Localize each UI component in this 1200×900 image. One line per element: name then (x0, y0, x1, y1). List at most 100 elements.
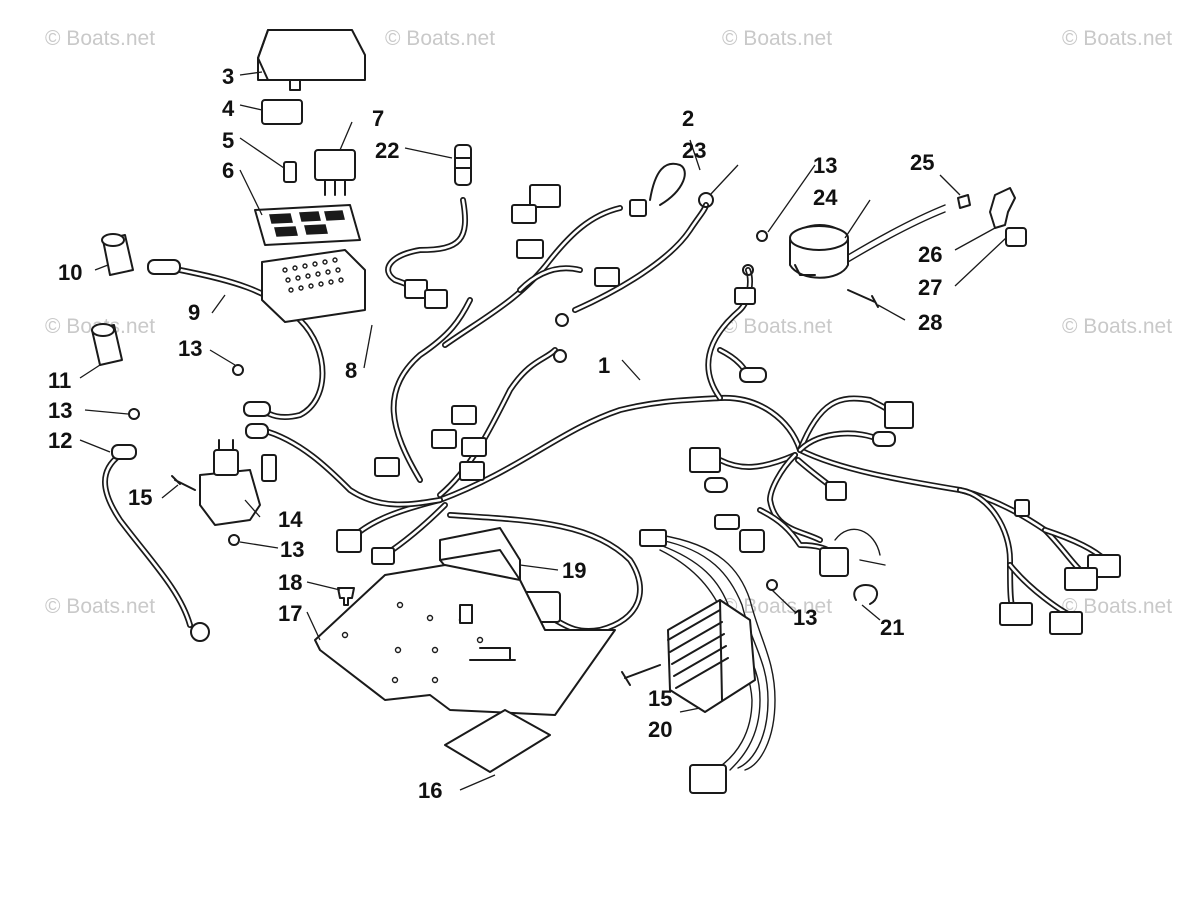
connector (374, 457, 400, 477)
connector (1064, 567, 1098, 591)
watermark: © Boats.net (1062, 27, 1172, 50)
watermark: © Boats.net (1062, 315, 1172, 338)
ground-eyelet (555, 313, 569, 327)
callout-26: 26 (918, 242, 942, 267)
connector (739, 367, 767, 383)
ground-eyelet (553, 349, 567, 363)
ground-eyelet (742, 264, 754, 276)
push-rivet (337, 587, 355, 606)
callout-5: 5 (222, 128, 234, 153)
callout-13: 13 (813, 153, 837, 178)
connector (371, 547, 395, 565)
connector (884, 401, 914, 429)
connector (704, 477, 728, 493)
callout-27: 27 (918, 275, 942, 300)
connector (689, 447, 721, 473)
connector (825, 481, 847, 501)
regulator-plug (689, 764, 727, 794)
callout-16: 16 (418, 778, 442, 803)
terminal-boot (101, 233, 134, 276)
pigtail-wire (834, 528, 886, 566)
connector (714, 514, 740, 530)
watermark: © Boats.net (1062, 595, 1172, 618)
nut (232, 364, 244, 376)
connector (529, 184, 561, 208)
callout-13: 13 (178, 336, 202, 361)
callout-12: 12 (48, 428, 72, 453)
connector (734, 287, 756, 305)
connector (1014, 499, 1030, 517)
mounting-plate (314, 564, 616, 716)
fuse-box-cover (257, 29, 366, 91)
watermark: © Boats.net (722, 315, 832, 338)
callout-13: 13 (280, 537, 304, 562)
watermark: © Boats.net (722, 27, 832, 50)
cable-end (243, 401, 271, 417)
fuse-box-base (261, 249, 366, 323)
callout-17: 17 (278, 601, 302, 626)
connector (461, 437, 487, 457)
connector (431, 429, 457, 449)
nut (128, 408, 140, 420)
connector (451, 405, 477, 425)
callout-24: 24 (813, 185, 838, 210)
connector (872, 431, 896, 447)
callouts: 1 2 3 4 5 6 7 8 9 10 11 12 13 13 13 13 1… (48, 64, 942, 803)
boot-cap (1005, 227, 1027, 247)
ring-terminal (190, 622, 210, 642)
leader-lines (79, 71, 1007, 791)
callout-2: 2 (682, 106, 694, 131)
terminal-boot (91, 323, 123, 366)
callout-28: 28 (918, 310, 942, 335)
harness-clip (853, 584, 878, 605)
label-sticker (444, 709, 551, 773)
connector (516, 239, 544, 259)
callout-1: 1 (598, 353, 610, 378)
fuse (283, 161, 297, 183)
callout-15: 15 (128, 485, 152, 510)
cable-end (147, 259, 181, 275)
connector (511, 204, 537, 224)
starter-solenoid (199, 439, 277, 526)
callout-15: 15 (648, 686, 672, 711)
watermark: © Boats.net (45, 595, 155, 618)
voltage-regulator (667, 599, 756, 713)
fuse-label-sheet (254, 204, 361, 246)
pressure-switch (454, 144, 472, 186)
connector (819, 547, 849, 577)
callout-14: 14 (278, 507, 303, 532)
callout-4: 4 (222, 96, 235, 121)
jumper-loop (649, 162, 686, 206)
cable-end (111, 444, 137, 460)
ground-ring (698, 192, 714, 208)
watermark: © Boats.net (385, 27, 495, 50)
callout-19: 19 (562, 558, 586, 583)
connector (739, 529, 765, 553)
cable-end (245, 423, 269, 439)
screw (847, 289, 879, 308)
watermark: © Boats.net (45, 27, 155, 50)
connector (424, 289, 448, 309)
nut (756, 230, 768, 242)
connector (404, 279, 428, 299)
spark-plug-cap (989, 187, 1016, 229)
callout-22: 22 (375, 138, 399, 163)
callout-20: 20 (648, 717, 672, 742)
relay-large (314, 149, 356, 196)
callout-9: 9 (188, 300, 200, 325)
screw (621, 664, 661, 686)
screw (171, 475, 196, 491)
main-harness (102, 197, 1108, 771)
nut (228, 534, 240, 546)
callout-13: 13 (793, 605, 817, 630)
callout-10: 10 (58, 260, 82, 285)
callout-8: 8 (345, 358, 357, 383)
ignition-coil (789, 224, 849, 279)
connector (629, 199, 647, 217)
callout-23: 23 (682, 138, 706, 163)
callout-3: 3 (222, 64, 234, 89)
callout-6: 6 (222, 158, 234, 183)
callout-13: 13 (48, 398, 72, 423)
connector (594, 267, 620, 287)
